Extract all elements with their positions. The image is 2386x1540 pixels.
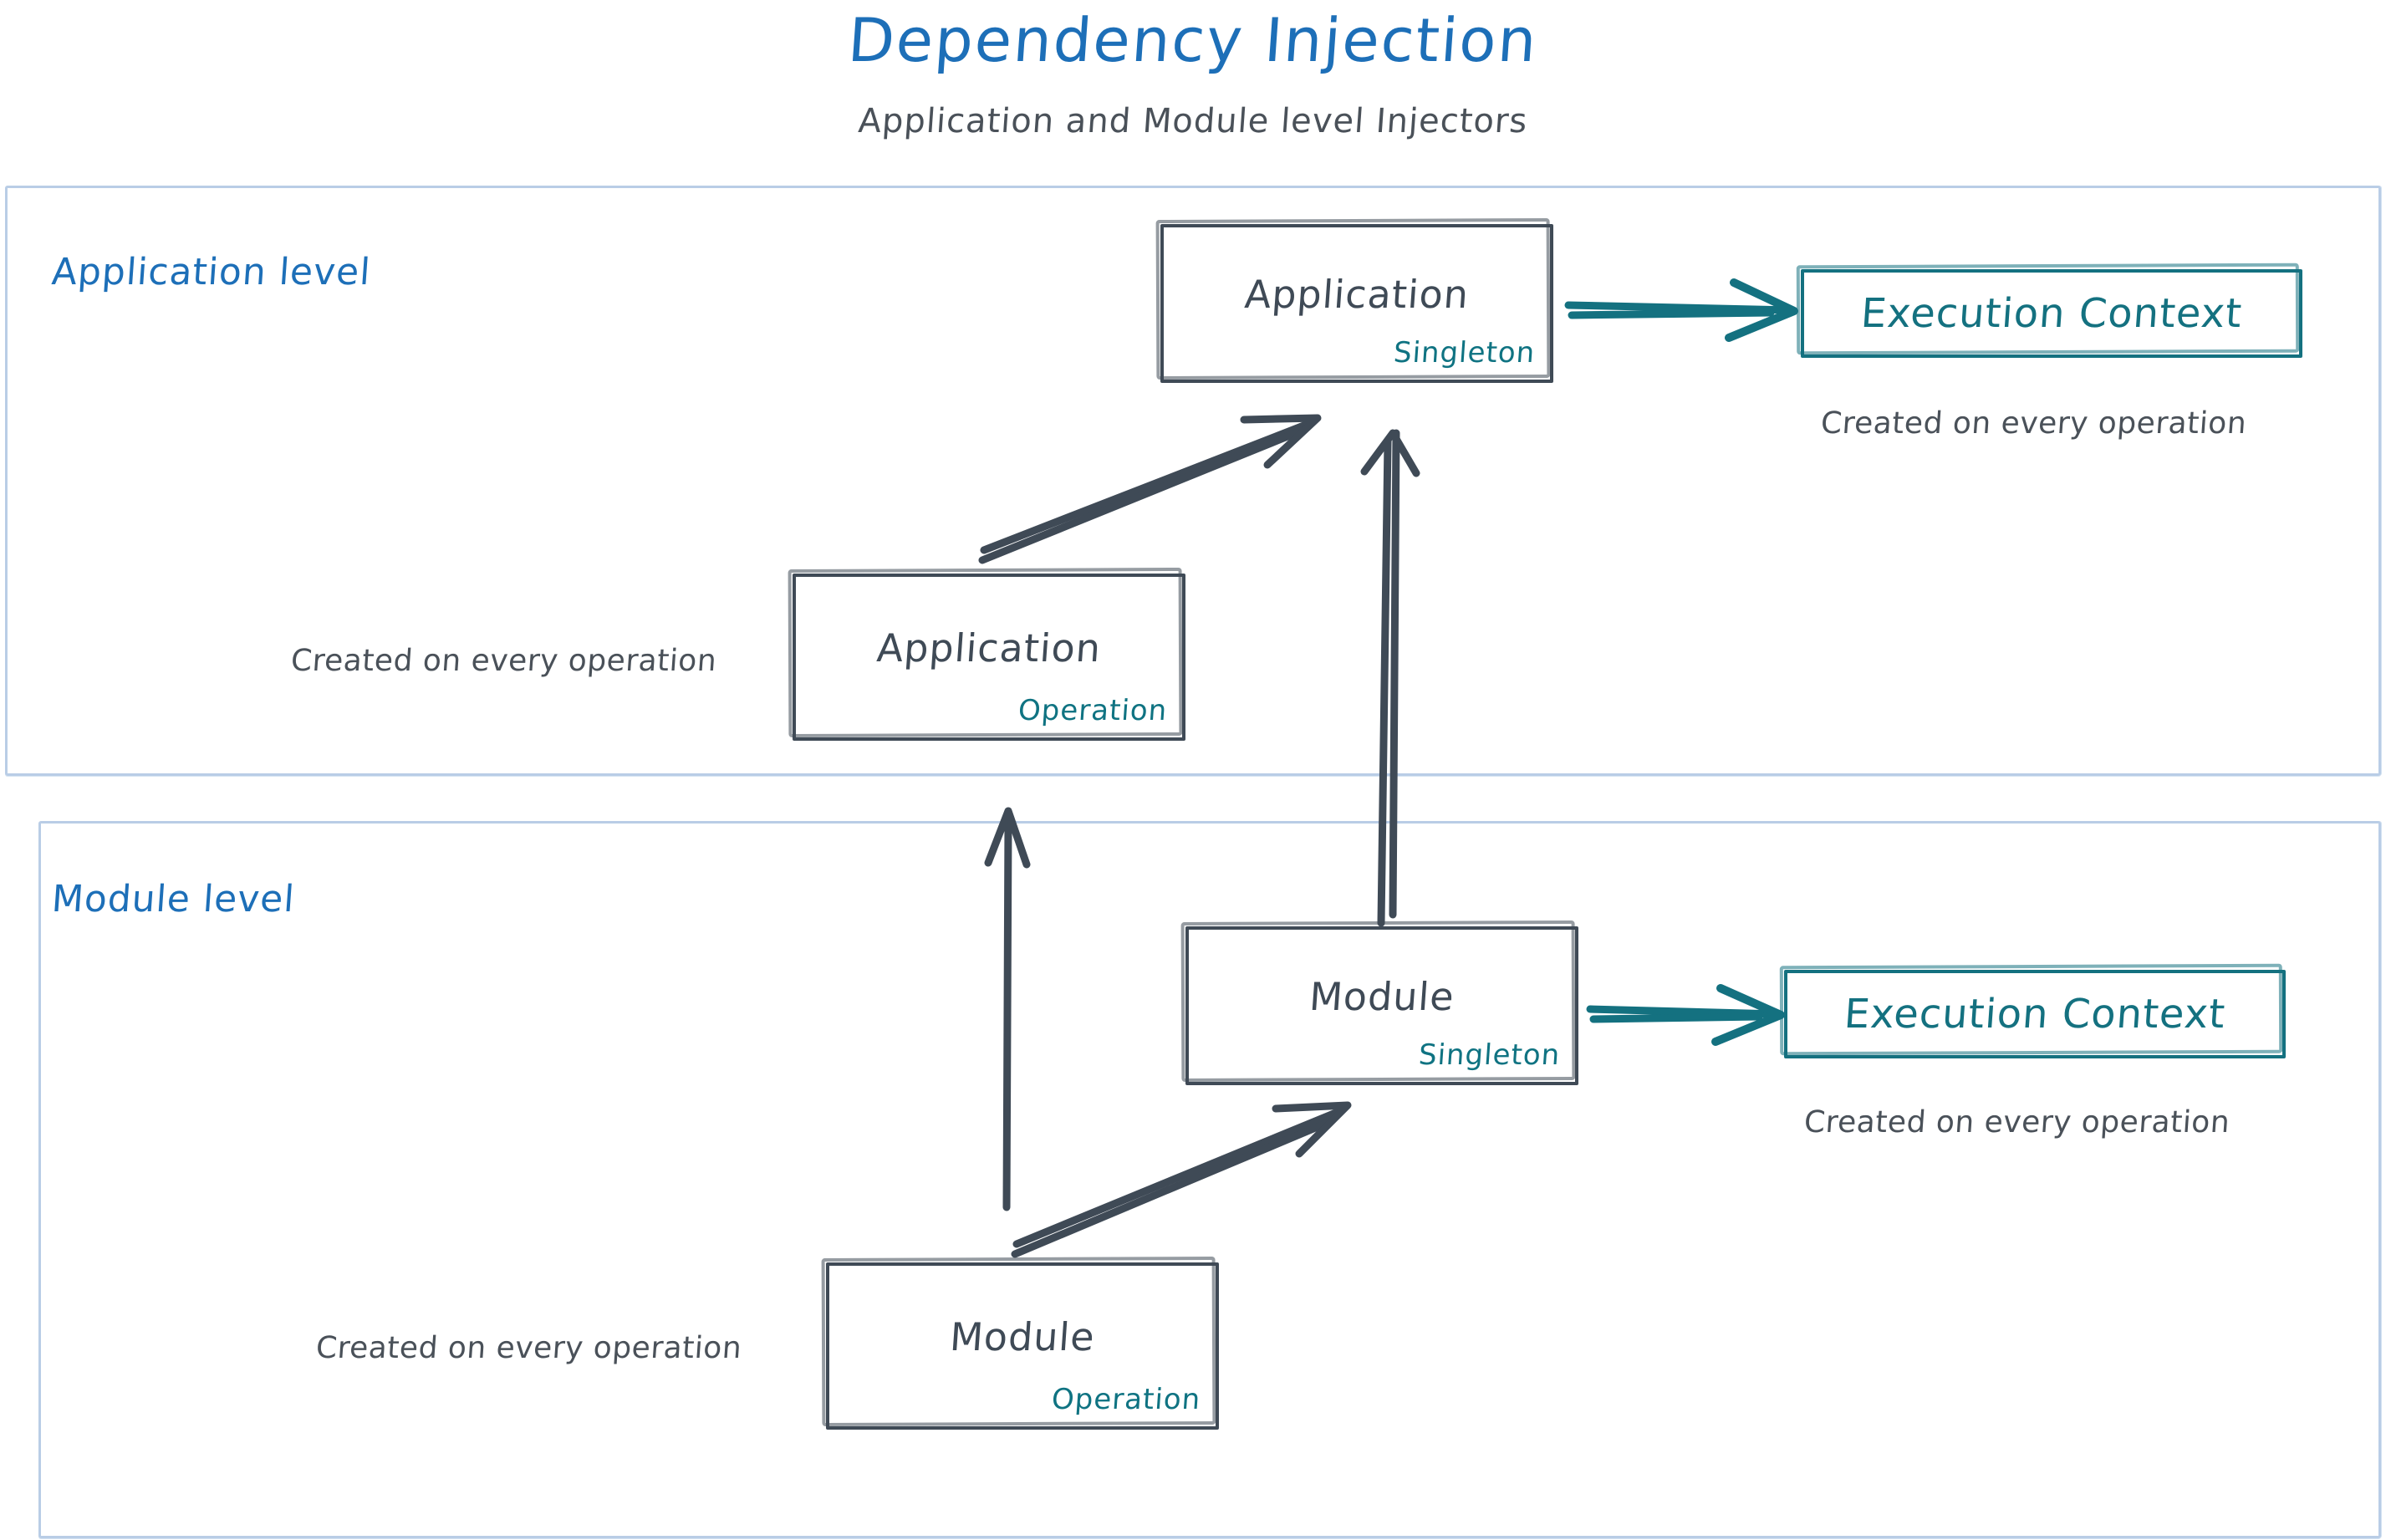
node-module-operation[interactable]: Module Operation [821, 1256, 1219, 1430]
node-scope-badge: Singleton [1392, 336, 1537, 370]
node-application-singleton[interactable]: Application Singleton [1155, 217, 1553, 383]
node-module-singleton[interactable]: Module Singleton [1180, 920, 1578, 1085]
box-outline [1185, 926, 1578, 1085]
box-outline [1784, 970, 2286, 1058]
box-outline [793, 574, 1185, 741]
node-title: Application [1243, 272, 1471, 318]
page-title: Dependency Injection [845, 5, 1541, 75]
application-level-label: Application level [50, 251, 373, 293]
module-level-label: Module level [50, 878, 297, 920]
application-level-container [5, 186, 2381, 776]
page-subtitle: Application and Module level Injectors [857, 102, 1529, 140]
node-title: Execution Context [1859, 290, 2244, 337]
caption-application-operation: Created on every operation [289, 644, 718, 678]
node-title: Application [875, 625, 1103, 671]
node-scope-badge: Singleton [1417, 1038, 1562, 1072]
node-scope-badge: Operation [1017, 694, 1169, 727]
node-title: Execution Context [1843, 991, 2227, 1038]
node-execution-context-module[interactable]: Execution Context [1779, 963, 2286, 1058]
box-outline [1160, 224, 1553, 383]
box-outline [1801, 269, 2302, 358]
node-execution-context-application[interactable]: Execution Context [1796, 263, 2302, 358]
box-outline [826, 1262, 1219, 1430]
module-level-container [38, 821, 2381, 1538]
node-title: Module [948, 1314, 1097, 1360]
node-application-operation[interactable]: Application Operation [788, 567, 1185, 741]
caption-execution-context-module: Created on every operation [1802, 1105, 2231, 1140]
caption-module-operation: Created on every operation [314, 1331, 743, 1365]
node-title: Module [1308, 974, 1456, 1020]
node-scope-badge: Operation [1050, 1383, 1202, 1416]
caption-execution-context-application: Created on every operation [1819, 406, 2248, 441]
